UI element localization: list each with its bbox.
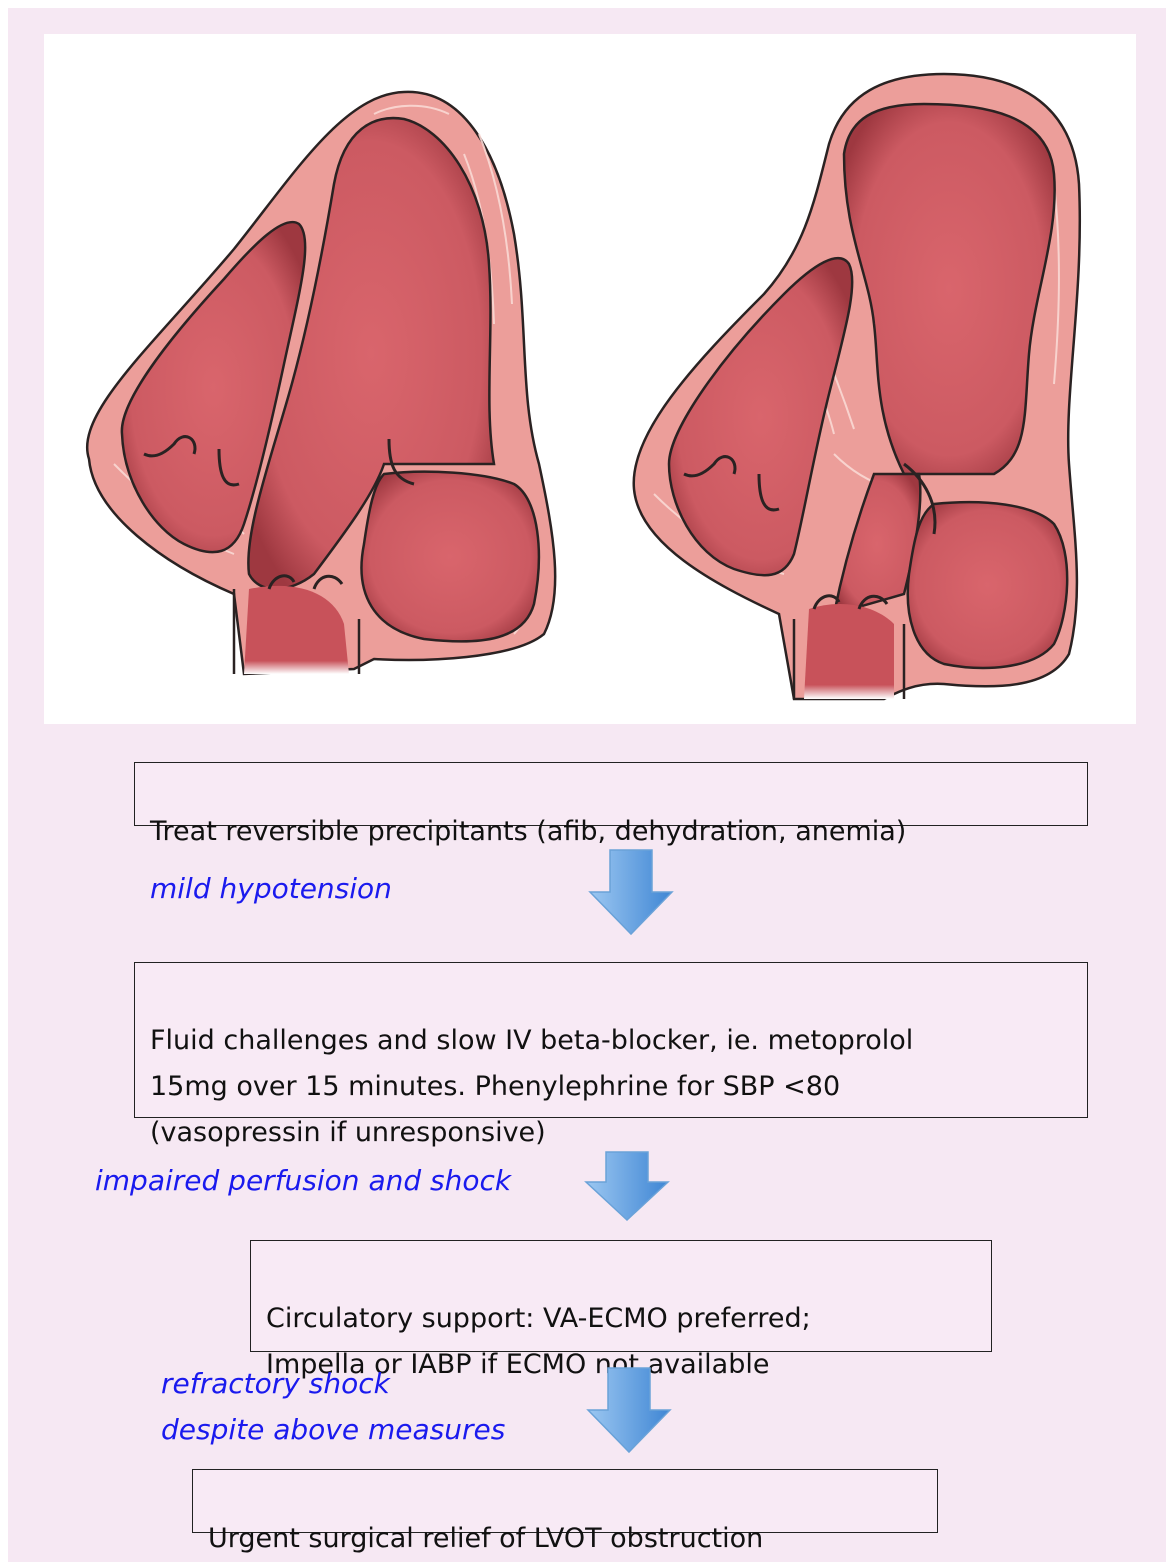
heart-diagram-normal bbox=[87, 92, 555, 674]
step-text: Treat reversible precipitants (afib, deh… bbox=[150, 816, 906, 847]
step-treat-precipitants: Treat reversible precipitants (afib, deh… bbox=[134, 762, 1088, 826]
left-atrium bbox=[362, 472, 539, 642]
step-text: Urgent surgical relief of LVOT obstructi… bbox=[208, 1523, 763, 1554]
arrow-down-icon bbox=[588, 848, 674, 936]
left-atrium bbox=[908, 502, 1067, 668]
heart-illustration bbox=[44, 34, 1136, 724]
condition-impaired-perfusion: impaired perfusion and shock bbox=[95, 1158, 511, 1204]
step-circulatory-support: Circulatory support: VA-ECMO preferred; … bbox=[250, 1240, 992, 1352]
arrow-down-icon bbox=[586, 1366, 672, 1454]
aorta bbox=[804, 604, 894, 699]
step-surgical-relief: Urgent surgical relief of LVOT obstructi… bbox=[192, 1469, 938, 1533]
heart-diagram-obstructed bbox=[634, 74, 1080, 699]
condition-refractory-shock: refractory shock despite above measures bbox=[161, 1361, 505, 1453]
step-fluid-beta-blocker: Fluid challenges and slow IV beta-blocke… bbox=[134, 962, 1088, 1118]
condition-mild-hypotension: mild hypotension bbox=[150, 866, 392, 912]
arrow-down-icon bbox=[584, 1150, 670, 1222]
heart-illustration-panel bbox=[44, 34, 1136, 724]
